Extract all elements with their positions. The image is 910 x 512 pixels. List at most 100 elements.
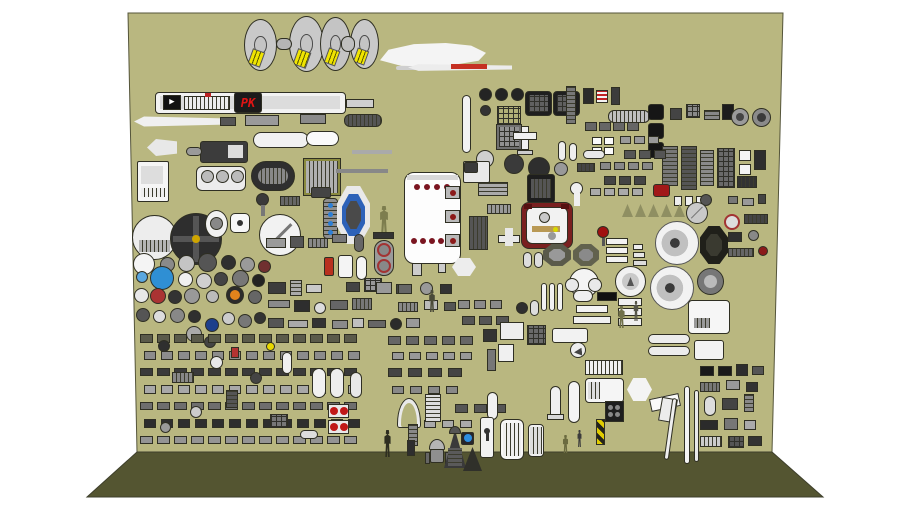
greeble-part — [268, 318, 284, 328]
greeble-part — [348, 351, 360, 360]
greeble-part — [758, 194, 766, 204]
mic-stem — [261, 205, 265, 216]
striped-chip — [596, 90, 608, 103]
greeble-part — [694, 318, 710, 328]
greeble-part — [297, 419, 309, 428]
eyeball-disc — [655, 221, 699, 265]
astromech-body — [430, 449, 444, 463]
greeble-part — [554, 162, 568, 176]
greeble-part — [615, 405, 620, 410]
greeble-part — [700, 382, 720, 392]
greeble-part — [282, 352, 292, 374]
greeble-part — [226, 390, 238, 408]
greeble-part — [583, 88, 594, 104]
vent-slats — [184, 96, 230, 110]
greeble-part — [634, 136, 645, 144]
greeble-part — [238, 314, 252, 328]
caster-hub — [210, 217, 223, 230]
dalek-dome — [449, 426, 461, 434]
greeble-part — [314, 302, 326, 314]
greeble-part — [531, 179, 551, 198]
tank-dot — [420, 238, 426, 244]
greeble-part — [210, 356, 223, 369]
greeble-part — [398, 302, 418, 312]
greeble-part — [618, 318, 642, 326]
engine-block-dark — [605, 401, 624, 422]
greeble-part — [737, 176, 757, 188]
greeble-part — [442, 336, 455, 345]
greeble-part — [700, 420, 718, 430]
greeble-part — [728, 232, 742, 242]
greeble-part — [744, 394, 754, 412]
greeble-part — [686, 104, 700, 118]
greeble-part — [157, 402, 170, 410]
twin-tank — [523, 252, 532, 268]
greeble-part — [263, 385, 275, 394]
white-capsule — [356, 256, 367, 280]
greeble-part — [136, 308, 150, 322]
droid-corner — [561, 204, 569, 209]
greeble-part — [206, 290, 219, 303]
hex-nut — [452, 258, 476, 276]
greeble-part — [174, 334, 187, 343]
greeble-part — [505, 228, 513, 246]
greeble-part — [174, 436, 187, 444]
greeble-part — [225, 334, 238, 343]
drawer-stack — [425, 394, 441, 422]
droid-bar — [532, 226, 560, 232]
slat-columns — [557, 283, 563, 311]
greeble-part — [160, 422, 171, 433]
red-button — [340, 423, 348, 431]
greeble-part — [392, 386, 404, 394]
greeble-part — [739, 164, 751, 175]
greeble-part — [757, 113, 766, 122]
greeble-part — [172, 372, 194, 383]
blue-dot — [328, 203, 333, 208]
greeble-part — [632, 188, 643, 196]
greeble-part — [392, 352, 404, 360]
greeble-part — [188, 310, 201, 323]
greeble-part — [208, 402, 221, 410]
greeble-part — [479, 316, 492, 325]
greeble-part — [613, 122, 625, 131]
greeble-part — [604, 176, 616, 185]
greeble-part — [648, 104, 664, 120]
greeble-part — [198, 253, 217, 272]
greeble-part — [246, 419, 258, 428]
eyeball-disc — [650, 266, 694, 310]
greeble-part — [225, 368, 238, 376]
greeble-part — [746, 382, 758, 392]
slat-cabinet — [469, 216, 488, 250]
greeble-part — [178, 351, 190, 360]
glow-core — [230, 290, 240, 300]
greeble-part — [577, 163, 595, 172]
panel-slats — [141, 188, 165, 197]
greeble-part — [588, 382, 600, 399]
greeble-part — [420, 282, 433, 295]
greeble-part — [608, 412, 613, 417]
greeble-part — [258, 260, 271, 273]
red-indicator — [205, 93, 211, 97]
greeble-part — [704, 396, 716, 416]
greeble-part — [455, 404, 468, 413]
block-cap — [311, 187, 331, 198]
greeble-part — [232, 270, 249, 287]
greeble-part — [290, 236, 304, 248]
greeble-part — [487, 204, 511, 214]
pole-white — [694, 390, 699, 462]
red-button — [340, 407, 348, 415]
greeble-part — [619, 176, 631, 185]
greeble-part — [464, 162, 478, 173]
greeble-part — [158, 340, 170, 352]
greeble-part — [728, 436, 744, 448]
greeble-part — [599, 122, 611, 131]
greeble-part — [293, 368, 306, 376]
die-dot — [237, 220, 243, 226]
greeble-part — [401, 403, 417, 427]
crown-row-dark — [622, 204, 633, 217]
wing-part — [245, 115, 279, 126]
greeble-part — [604, 188, 615, 196]
greeble-part — [314, 351, 326, 360]
